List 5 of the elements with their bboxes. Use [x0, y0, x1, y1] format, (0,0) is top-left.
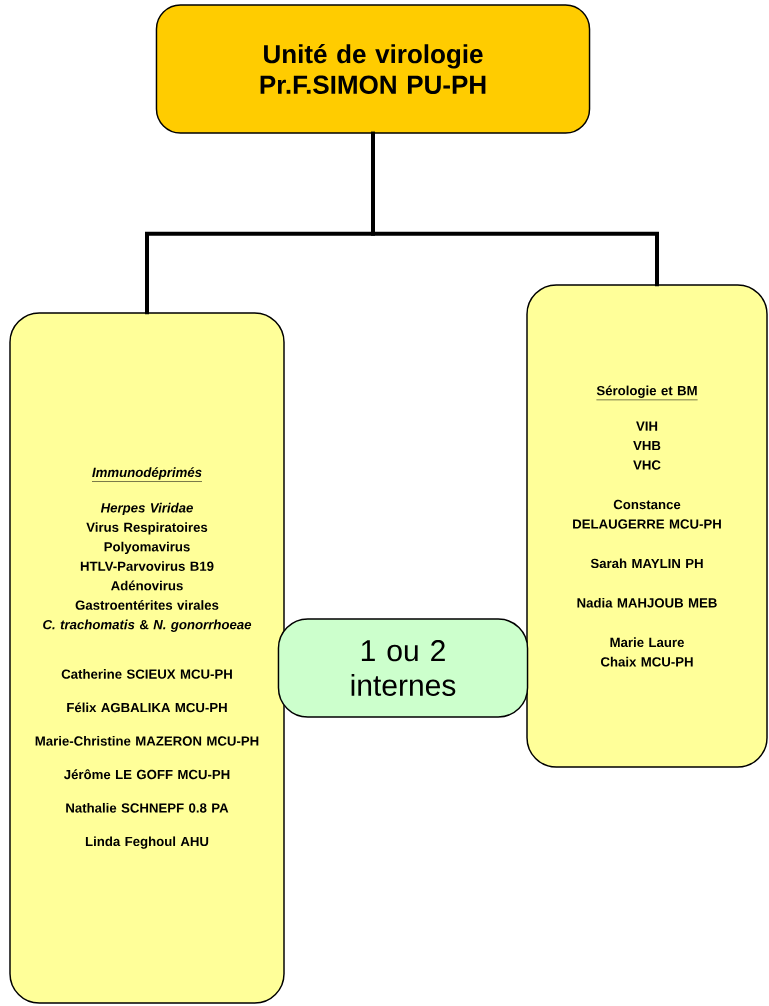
group-box: Immunodéprimés Herpes Viridae Virus Respiratoires Polyomavirus HTLV-Parvovirus B19 Adénovirus Gastroentérites virales C. trachomatis & N. gonorrhoeae Catherine SCIEUX MCU-PH Félix AGBALIKA MCU-PH Marie-Christine MAZERON MCU-PH Jérôme LE GOFF MCU-PH Nathalie SCHNEPF 0.8 PA Linda Feghoul AHU: [9, 312, 285, 1004]
group-box: Sérologie et BM VIH VHB VHC Constance DELAUGERRE MCU-PH Sarah MAYLIN PH Nadia MAHJOUB MEB Marie Laure Chaix MCU-PH: [526, 284, 768, 768]
title-box: Unité de virologie Pr.F.SIMON PU-PH: [155, 4, 591, 134]
connector-line: [371, 131, 659, 287]
intern-box: 1 ou 2 internes: [277, 618, 529, 718]
